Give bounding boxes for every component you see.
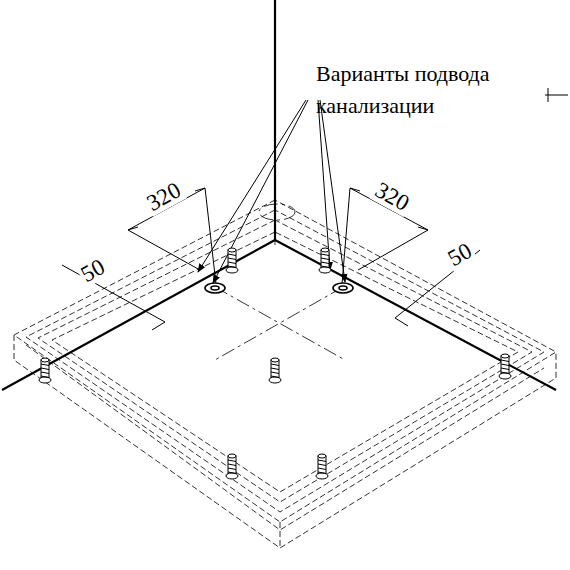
wall-axes: [2, 0, 556, 390]
dimension-value: 320: [369, 177, 414, 217]
leg-fittings: [39, 248, 511, 479]
callout-note: Варианты подвода канализации: [316, 58, 531, 122]
leg-fitting: [226, 454, 238, 479]
center-lines: [215, 204, 345, 360]
leg-fitting: [316, 454, 328, 479]
leg-fitting: [319, 248, 331, 273]
leader-lines: [198, 100, 345, 283]
edge-tick: [545, 88, 568, 102]
dimension-lines: [62, 188, 480, 330]
tray-outline: [14, 200, 556, 548]
drain-holes: [205, 283, 353, 293]
leg-fitting: [39, 358, 51, 383]
leg-fitting: [226, 248, 238, 273]
leg-fitting: [499, 354, 511, 379]
dimension-value: 50: [442, 238, 477, 272]
leg-fitting: [269, 358, 281, 383]
dimension-value: 50: [75, 254, 110, 288]
